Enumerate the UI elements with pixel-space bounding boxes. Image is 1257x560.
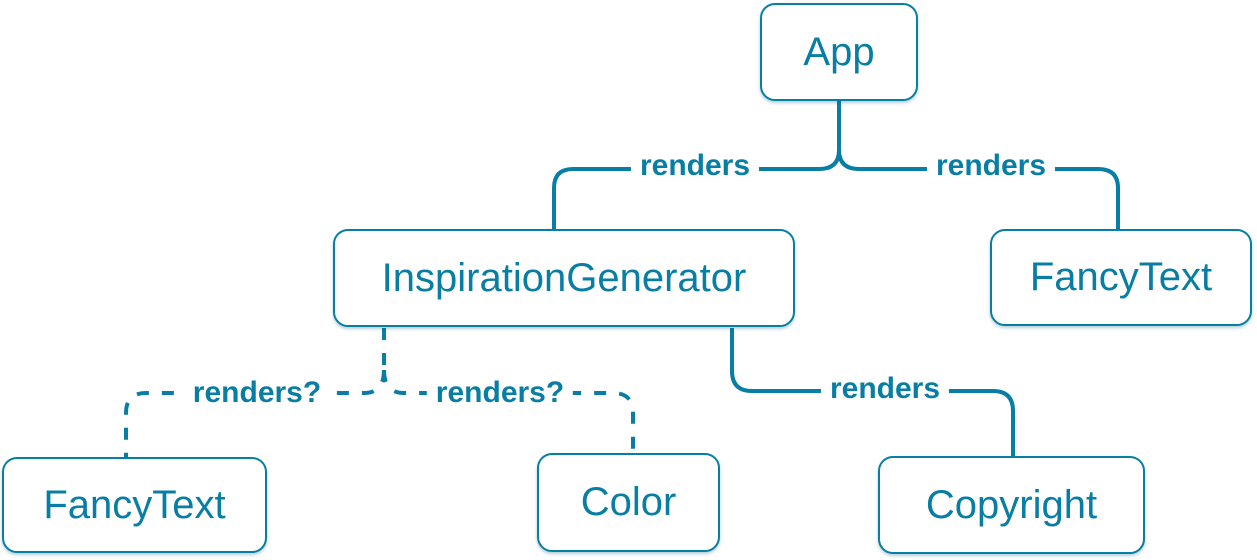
- edge-inspirationgenerator-fancytext-dashed: [124, 369, 386, 457]
- edge-app-fancytext: [837, 149, 1120, 229]
- node-app: App: [760, 3, 918, 101]
- edge-label-app-inspirationgenerator: renders: [630, 149, 760, 183]
- node-inspiration-generator: InspirationGenerator: [333, 229, 795, 327]
- edge-label-app-fancytext: renders: [926, 149, 1056, 183]
- node-fancy-text-bottom: FancyText: [2, 457, 267, 553]
- edge-label-inspirationgenerator-color: renders?: [426, 376, 574, 410]
- node-copyright: Copyright: [878, 456, 1145, 554]
- node-fancy-text-top: FancyText: [990, 229, 1252, 326]
- edge-label-inspirationgenerator-copyright: renders: [820, 372, 950, 406]
- edge-app-inspirationgenerator: [552, 149, 841, 229]
- node-color: Color: [537, 453, 720, 552]
- edge-label-inspirationgenerator-fancytext: renders?: [183, 376, 331, 410]
